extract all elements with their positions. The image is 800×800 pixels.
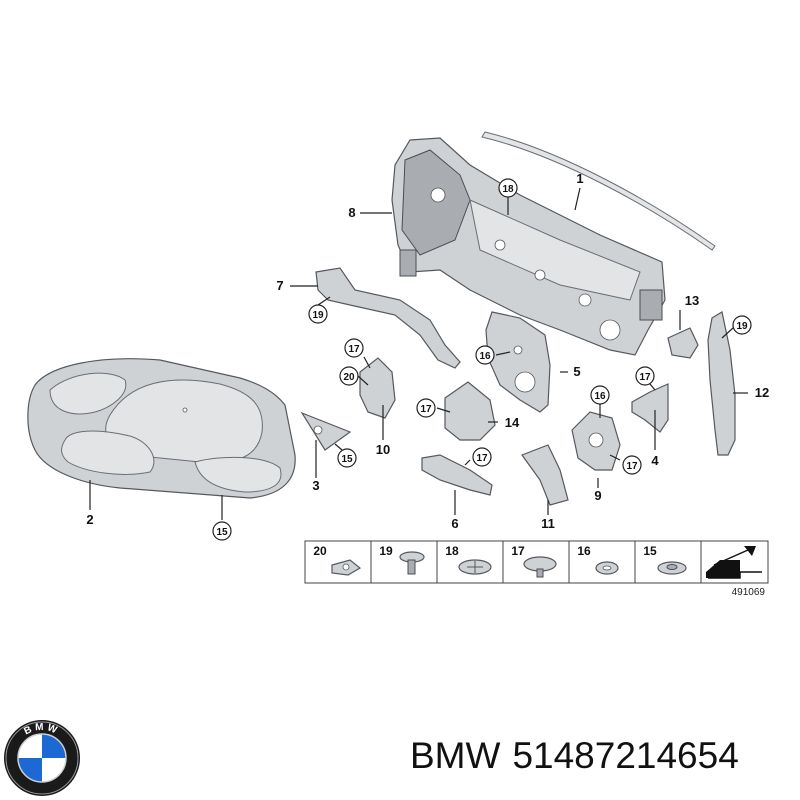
part-6-strip (421, 454, 493, 496)
callout-10: 10 (376, 442, 390, 457)
circled-callout: 15 (212, 521, 232, 541)
callout-3: 3 (312, 478, 319, 493)
brand-part-number: BMW 51487214654 (410, 735, 751, 777)
legend-label-17: 17 (511, 544, 525, 558)
circled-callout: 17 (635, 366, 655, 386)
diagram-number: 491069 (732, 587, 766, 598)
part-9-pad (571, 411, 621, 471)
part-5-center-pad (485, 311, 551, 413)
callout-14: 14 (505, 415, 520, 430)
svg-text:16: 16 (479, 351, 491, 362)
circled-callout: 16 (590, 385, 610, 405)
fastener-legend: 20 19 18 17 16 15 (304, 540, 769, 584)
circled-callout: 17 (472, 447, 492, 467)
brand-name: BMW (410, 735, 501, 776)
callout-5: 5 (573, 364, 580, 379)
callout-1: 1 (576, 171, 583, 186)
circled-callout: 17 (344, 338, 364, 358)
circled-callout: 18 (498, 178, 518, 198)
nut-icon (331, 559, 362, 576)
svg-text:17: 17 (639, 372, 651, 383)
circled-callouts: 18 19 17 20 16 17 16 19 17 17 17 15 15 (212, 178, 752, 541)
svg-text:20: 20 (343, 372, 355, 383)
svg-text:19: 19 (312, 310, 324, 321)
part-2-insulation-pad (27, 358, 296, 499)
circled-callout: 15 (337, 448, 357, 468)
svg-text:17: 17 (420, 404, 432, 415)
circled-callout: 19 (308, 304, 328, 324)
legend-label-15: 15 (643, 544, 657, 558)
callout-9: 9 (594, 488, 601, 503)
callout-2: 2 (86, 512, 93, 527)
svg-text:18: 18 (502, 184, 514, 195)
part-11-wedge (521, 444, 569, 506)
part-13-clip (667, 327, 699, 359)
svg-text:15: 15 (341, 454, 353, 465)
legend-label-16: 16 (577, 544, 591, 558)
push-pin-icon (399, 551, 425, 575)
callout-6: 6 (451, 516, 458, 531)
callout-4: 4 (651, 453, 659, 468)
circled-callout: 17 (622, 455, 642, 475)
svg-text:17: 17 (348, 344, 360, 355)
part-10-bracket-pad (359, 357, 396, 419)
part-3-triangle-pad (300, 411, 352, 451)
part-14-pad (444, 381, 496, 441)
speed-nut-icon (657, 561, 687, 575)
part-number: 51487214654 (512, 735, 739, 776)
callout-7: 7 (276, 278, 283, 293)
part-1-seal-strip (481, 131, 716, 251)
callout-8: 8 (348, 205, 355, 220)
svg-text:17: 17 (626, 461, 638, 472)
legend-label-20: 20 (313, 544, 327, 558)
svg-text:16: 16 (594, 391, 606, 402)
legend-label-18: 18 (445, 544, 459, 558)
bmw-logo: BMW (4, 720, 80, 796)
circled-callout: 16 (475, 345, 495, 365)
svg-text:19: 19 (736, 321, 748, 332)
legend-label-19: 19 (379, 544, 393, 558)
circled-callout: 19 (732, 315, 752, 335)
svg-text:15: 15 (216, 527, 228, 538)
part-8-firewall-panel (391, 137, 666, 356)
part-4-bracket (631, 383, 669, 433)
callout-numbers: 1 2 3 4 5 6 7 8 9 10 11 12 13 14 (86, 171, 769, 531)
part-7-side-strip (315, 267, 461, 369)
circled-callout: 17 (416, 398, 436, 418)
callout-13: 13 (685, 293, 699, 308)
circled-callout: 20 (339, 366, 359, 386)
clip-icon (458, 559, 492, 575)
arrow-icon (706, 546, 762, 579)
rivet-icon (523, 556, 557, 578)
callout-12: 12 (755, 385, 769, 400)
callout-11: 11 (541, 516, 555, 531)
svg-text:BMW: BMW (22, 722, 61, 738)
washer-icon (595, 561, 619, 575)
svg-text:17: 17 (476, 453, 488, 464)
part-12-vertical-strip (707, 311, 736, 456)
